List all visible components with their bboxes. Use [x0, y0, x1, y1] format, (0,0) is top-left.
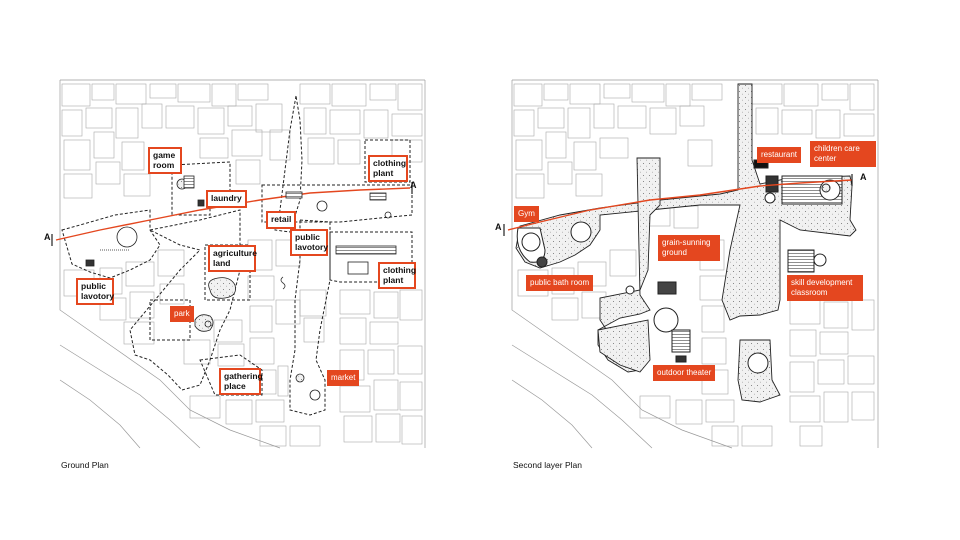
label-laundry: laundry: [206, 190, 247, 208]
label-children-care-center: children care center: [810, 141, 876, 167]
ground-section-a-left: A: [44, 232, 51, 242]
second-section-a-right: A: [860, 172, 867, 182]
label-clothing-plant-right: clothing plant: [378, 262, 416, 289]
building-footprints-second: [513, 83, 875, 447]
label-gym: Gym: [514, 206, 539, 222]
label-public-bath-room: public bath room: [526, 275, 594, 291]
label-grain-sunning-ground: grain-sunning ground: [658, 235, 720, 261]
label-skill-development-classroom: skill development classroom: [787, 275, 863, 301]
ground-section-a-right: A: [410, 180, 417, 190]
label-park: park: [170, 306, 194, 322]
label-retail: retail: [266, 211, 297, 229]
label-clothing-plant-top: clothing plant: [368, 155, 408, 182]
second-section-a-left: A: [495, 222, 502, 232]
second-route-line: [507, 179, 853, 231]
ground-plan-caption: Ground Plan: [61, 460, 109, 470]
label-agriculture-land: agriculture land: [208, 245, 257, 272]
label-outdoor-theater: outdoor theater: [653, 365, 716, 381]
label-market: market: [327, 370, 360, 386]
label-game-room: game room: [148, 147, 182, 174]
second-layer-plan-map: [503, 79, 879, 449]
second-plan-caption: Second layer Plan: [513, 460, 582, 470]
ground-plan-map: [51, 79, 426, 449]
gym-structure: [516, 159, 843, 374]
label-gathering-place: gathering place: [219, 368, 263, 395]
label-restaurant: restaurant: [757, 147, 802, 163]
building-footprints: [61, 83, 423, 447]
label-public-lavatory-left: public lavotory: [76, 278, 114, 305]
label-public-lavatory-center: public lavotory: [290, 229, 328, 256]
